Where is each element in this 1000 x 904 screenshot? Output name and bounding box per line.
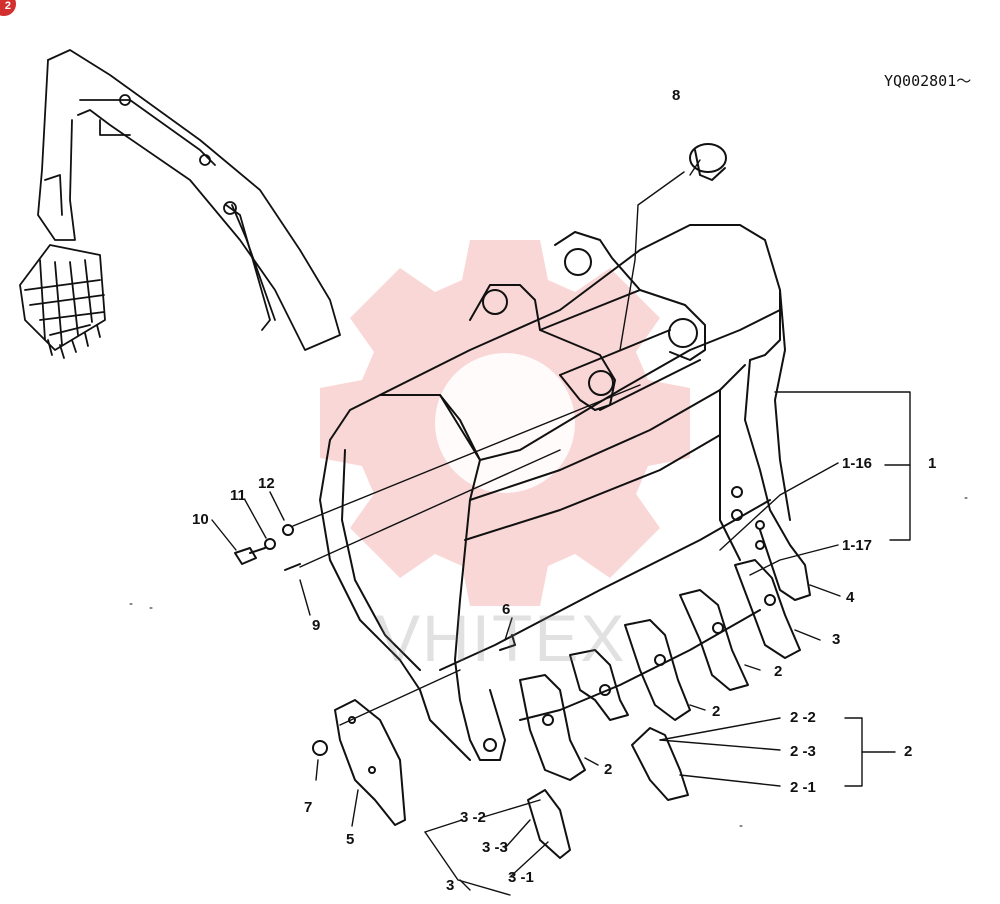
bucket-mounting-brackets [469,231,706,411]
callout-7: 7 [304,799,313,816]
callout-3-2: 3 -2 [460,809,486,826]
callout-12: 12 [258,475,275,492]
callout-2-3: 2 -3 [790,743,816,760]
callout-2-2: 2 -2 [790,709,816,726]
watermark-text: VHITEX [376,601,627,675]
callout-4: 4 [846,589,855,606]
callout-3-group: 3 [446,877,455,894]
callout-9: 9 [312,617,321,634]
callout-3-1: 3 -1 [508,869,534,886]
callout-2-tooth-c: 2 [604,761,613,778]
bucket-teeth [519,559,801,781]
callout-2-tooth-b: 2 [712,703,721,720]
callout-1: 1 [928,455,937,472]
callout-10: 10 [192,511,209,528]
callout-6: 6 [502,601,511,618]
leader-lines [211,159,911,896]
side-cutter-part [334,699,406,826]
callout-2-1: 2 -1 [790,779,816,796]
callout-3-tooth: 3 [832,631,841,648]
callout-8: 8 [672,87,681,104]
callout-5: 5 [346,831,355,848]
callout-1-17: 1-17 [842,537,873,554]
callout-1-16: 1-16 [842,455,873,472]
bucket-body [319,224,811,761]
tooth-detail-2 [631,727,689,801]
tooth-detail-3 [527,789,571,859]
serial-number-label: YQ002801～ [884,72,972,90]
bushing-part-8 [689,143,727,181]
watermark-gear-hole [435,353,575,493]
callout-11: 11 [230,487,246,504]
badge-number: 2 [4,0,11,12]
callout-3-3: 3 -3 [482,839,508,856]
scan-specks [129,497,968,827]
corner-page-badge: 2 [0,0,16,16]
callout-2-tooth-a: 2 [774,663,783,680]
bolt-assembly-10-12 [234,524,516,756]
callout-2-group: 2 [904,743,913,760]
excavator-overview [19,49,341,359]
